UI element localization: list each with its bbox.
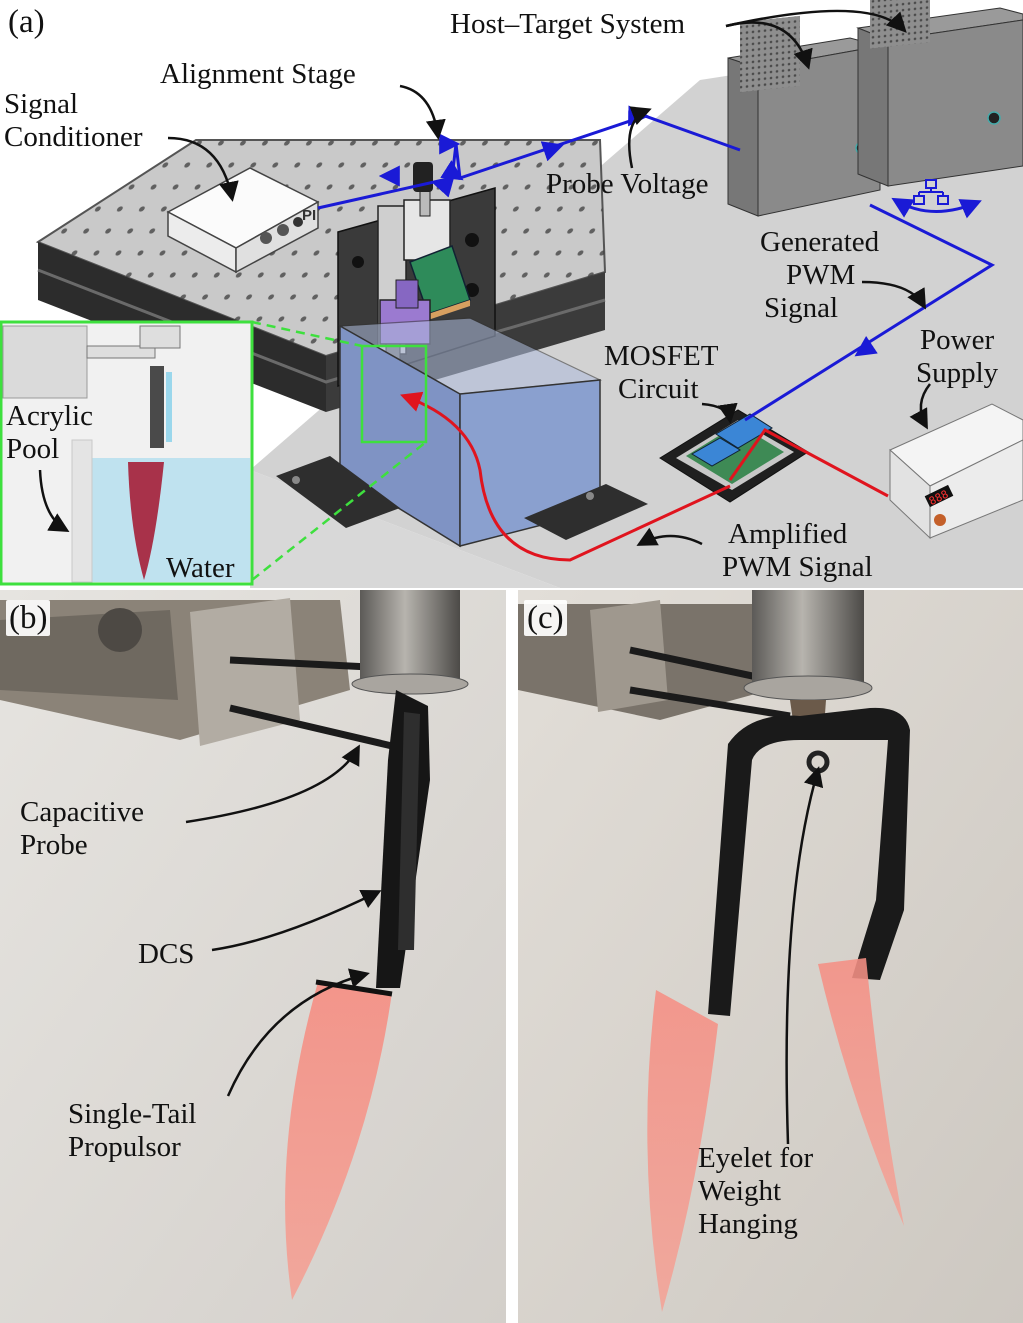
single-tail-propulsor-label: Single-Tail Propulsor bbox=[68, 1098, 197, 1163]
amplified-pwm-label: Amplified PWM Signal bbox=[722, 518, 873, 583]
signal-conditioner-label: Signal Conditioner bbox=[4, 88, 143, 153]
acrylic-pool-label: Acrylic Pool bbox=[6, 400, 93, 465]
panel-a-tag: (a) bbox=[8, 4, 45, 40]
power-supply: 888 bbox=[889, 403, 1023, 1283]
host-target-label: Host–Target System bbox=[450, 8, 686, 40]
signal-wiring bbox=[317, 105, 996, 422]
network-link-arrow bbox=[891, 197, 982, 219]
water-label: Water bbox=[166, 552, 235, 584]
dcs-label: DCS bbox=[138, 938, 195, 970]
acrylic-tank bbox=[276, 317, 648, 548]
capacitive-probe-label: Capacitive Probe bbox=[20, 796, 145, 861]
panel-a-illustration: PI bbox=[0, 0, 1023, 1283]
panel-c-tag: (c) bbox=[524, 600, 567, 636]
annotation-arrows bbox=[38, 9, 931, 1145]
generated-pwm-label: Generated PWM Signal bbox=[760, 226, 880, 324]
eyelet-label: Eyelet for Weight Hanging bbox=[698, 1142, 814, 1240]
power-wiring bbox=[400, 391, 889, 562]
mosfet-circuit-label: MOSFET Circuit bbox=[604, 340, 719, 405]
alignment-stage-label: Alignment Stage bbox=[160, 58, 356, 90]
device-brand-label: PI bbox=[302, 207, 316, 224]
inset-callout bbox=[0, 320, 428, 586]
panel-c-photo bbox=[518, 590, 1023, 1323]
panel-b-tag: (b) bbox=[6, 600, 51, 636]
panel-b-photo bbox=[0, 590, 506, 1323]
host-computer bbox=[727, 15, 881, 217]
probe-voltage-label: Probe Voltage bbox=[546, 168, 709, 200]
target-computer bbox=[856, 0, 1023, 187]
power-supply-label: Power Supply bbox=[916, 324, 999, 389]
